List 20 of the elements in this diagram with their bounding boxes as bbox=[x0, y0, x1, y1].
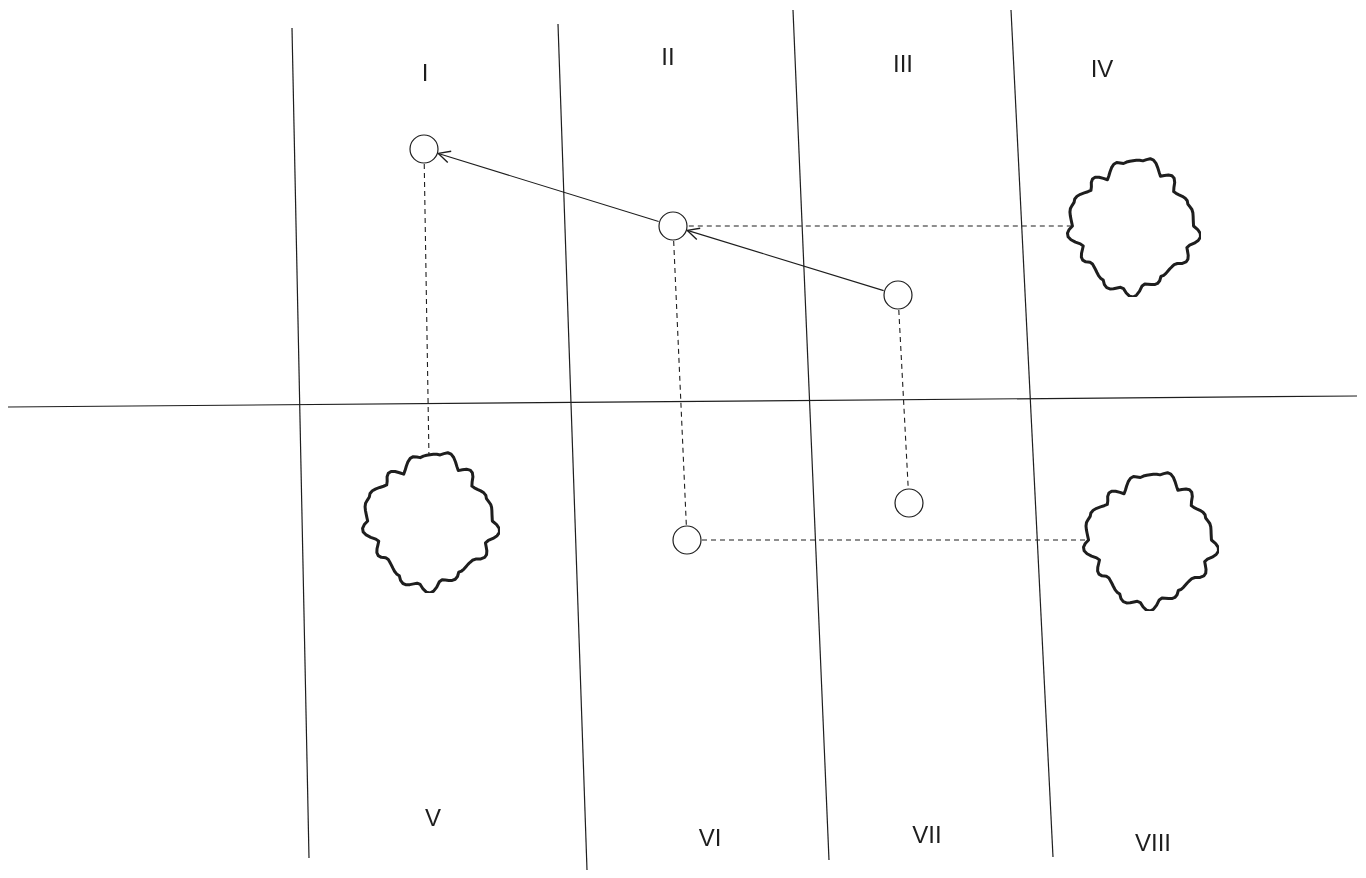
region-numeral: II bbox=[661, 45, 675, 69]
region-numeral: VIII bbox=[1135, 831, 1171, 855]
blob-shape bbox=[1065, 155, 1201, 297]
circle-node bbox=[672, 525, 702, 555]
arrow bbox=[437, 150, 660, 223]
region-numeral: VII bbox=[912, 823, 942, 847]
circle-node bbox=[883, 280, 913, 310]
circle-node bbox=[658, 211, 688, 241]
dashed-connector bbox=[673, 240, 687, 526]
region-numeral: I bbox=[421, 61, 429, 85]
dashed-connector bbox=[898, 309, 909, 489]
region-numeral: VI bbox=[698, 826, 722, 850]
blob-shape bbox=[1081, 469, 1219, 611]
region-numeral: V bbox=[425, 806, 441, 830]
arrow bbox=[686, 227, 885, 292]
blob-shape bbox=[360, 449, 500, 593]
circle-node bbox=[894, 488, 924, 518]
circle-node bbox=[409, 134, 439, 164]
region-numeral: III bbox=[893, 52, 913, 76]
region-numeral: IV bbox=[1090, 57, 1114, 81]
